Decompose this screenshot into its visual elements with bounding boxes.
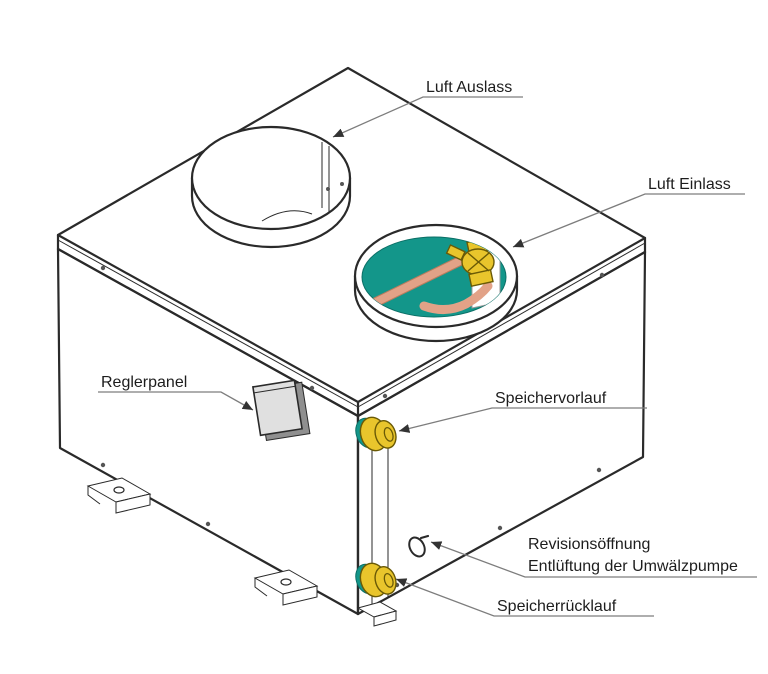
leader-vent-port xyxy=(430,541,757,578)
leader-storage-return xyxy=(395,578,654,617)
storage-flow-fitting xyxy=(355,416,397,452)
label-storage-flow: Speichervorlauf xyxy=(495,390,607,407)
mounting-foot-1 xyxy=(86,477,152,514)
leader-air-outlet xyxy=(332,96,523,138)
lid-rim xyxy=(56,233,647,418)
leader-control-panel xyxy=(98,391,254,411)
label-vent-port-line2: Entlüftung der Umwälzpumpe xyxy=(528,558,738,575)
label-storage-return: Speicherrücklauf xyxy=(497,598,617,615)
panel-face xyxy=(251,379,303,437)
mounting-foot-3 xyxy=(356,601,398,627)
label-air-outlet: Luft Auslass xyxy=(426,79,512,96)
unit-box xyxy=(56,66,647,616)
leader-storage-flow xyxy=(398,407,647,433)
label-control-panel: Reglerpanel xyxy=(101,374,187,391)
air-outlet-collar xyxy=(190,125,352,249)
air-inlet-collar xyxy=(353,223,519,343)
mounting-foot-2 xyxy=(253,569,319,606)
copper-pipe xyxy=(365,253,493,314)
storage-return-fitting xyxy=(355,562,397,598)
control-panel xyxy=(251,379,311,442)
vent-port xyxy=(408,534,430,558)
leader-air-inlet xyxy=(512,193,745,248)
inner-duct-arc xyxy=(261,210,313,222)
air-inlet-interior xyxy=(365,237,501,314)
callouts: Luft Auslass Luft Einlass Reglerpanel Sp… xyxy=(98,79,757,617)
label-vent-port-line1: Revisionsöffnung xyxy=(528,536,650,553)
label-air-inlet: Luft Einlass xyxy=(648,176,731,193)
